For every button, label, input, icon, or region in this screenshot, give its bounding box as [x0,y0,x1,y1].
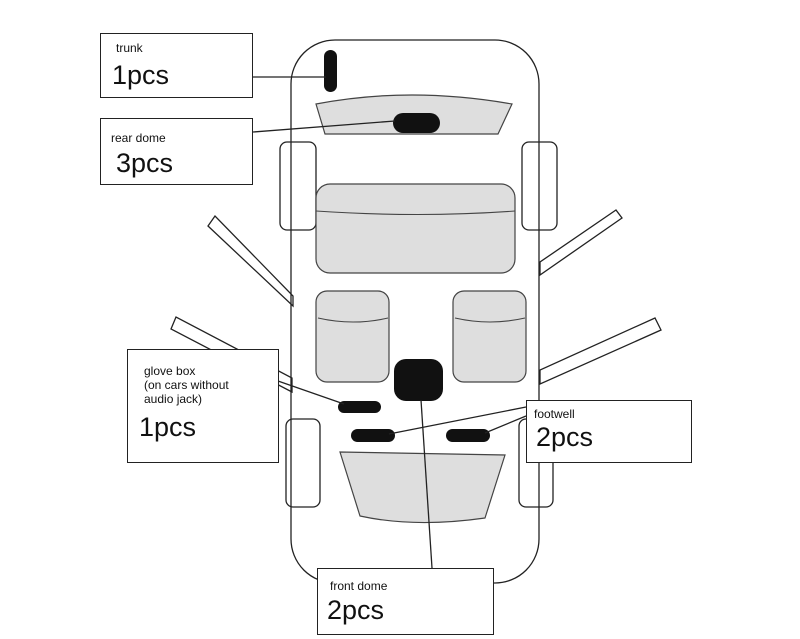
wheel-rear-left [279,141,317,231]
glove-box-leader [277,380,345,405]
trunk-light [324,50,337,92]
footwell-light-right [446,429,490,442]
rear-dome-label-box: rear dome 3pcs [100,118,253,185]
rear-dome-leader [252,120,396,133]
footwell-label-qty: 2pcs [536,422,594,452]
front-dome-label-box: front dome 2pcs [317,568,494,635]
right-door-line-lower [539,317,662,386]
rear-seat [315,183,516,274]
wheel-rear-right [521,141,558,231]
left-door-line-upper [207,214,294,308]
glove-box-label-box: glove box (on cars without audio jack) 1… [127,349,279,463]
rear-seat-fold-line [315,210,516,216]
front-dome-leader [420,399,433,569]
front-dome-label-name: front dome [330,579,388,593]
front-seat-left-fold-line [317,317,389,323]
windshield [339,451,506,524]
glove-box-light [338,401,381,413]
front-seat-right [452,290,527,383]
trunk-label-box: trunk 1pcs [100,33,253,98]
glove-box-label-qty: 1pcs [139,412,197,442]
wheel-front-left [285,418,321,508]
rear-dome-label-qty: 3pcs [116,148,174,178]
footwell-light-left [351,429,395,442]
glove-box-label-name: glove box (on cars without audio jack) [144,364,229,406]
footwell-label-box: footwell 2pcs [526,400,692,463]
front-dome-light [394,359,443,401]
footwell-leader-left [388,406,527,435]
footwell-label-name: footwell [534,407,575,421]
right-door-line-upper [539,209,623,277]
footwell-leader-right [484,415,527,434]
rear-dome-light [393,113,440,133]
front-seat-left [315,290,390,383]
trunk-label-qty: 1pcs [112,60,170,90]
front-seat-right-fold-line [454,317,526,323]
front-dome-label-qty: 2pcs [327,595,385,625]
trunk-label-name: trunk [116,41,143,55]
rear-dome-label-name: rear dome [111,131,166,145]
